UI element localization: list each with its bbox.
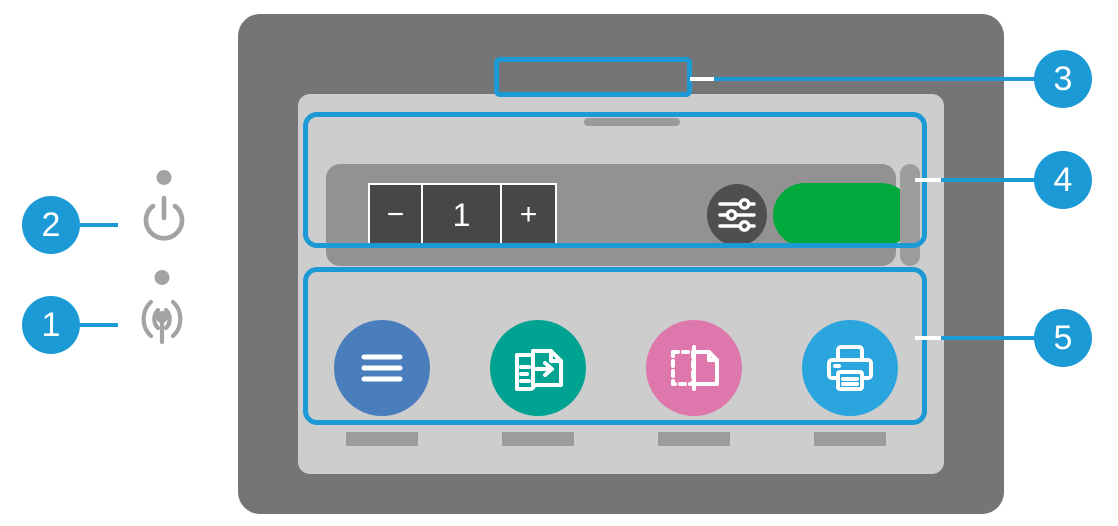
leader-line-3-mask	[690, 77, 714, 81]
power-status-light[interactable]	[128, 168, 200, 254]
menu-button[interactable]	[334, 320, 430, 416]
leader-line-5	[925, 336, 1037, 340]
wireless-icon	[141, 299, 183, 345]
printer-icon	[827, 345, 873, 391]
start-copy-button[interactable]	[773, 183, 913, 247]
printer-bezel: − 1 +	[238, 14, 1004, 514]
settings-button[interactable]	[707, 184, 767, 246]
home-status-bar[interactable]	[562, 108, 702, 136]
print-label-bar	[814, 432, 886, 446]
sliders-icon	[718, 198, 756, 232]
power-icon	[143, 195, 185, 241]
menu-label-bar	[346, 432, 418, 446]
copy-button[interactable]	[646, 320, 742, 416]
callout-badge-3: 3	[1034, 50, 1092, 108]
copy-count-stepper: − 1 +	[368, 183, 557, 247]
copy-count-row: − 1 +	[318, 156, 924, 274]
copy-icon	[671, 345, 719, 391]
control-panel-screen: − 1 +	[298, 94, 944, 474]
home-bar-pill	[584, 118, 680, 126]
callout-badge-5: 5	[1034, 309, 1092, 367]
copy-count-value[interactable]: 1	[423, 185, 502, 245]
print-button[interactable]	[802, 320, 898, 416]
power-led	[156, 170, 172, 185]
wireless-status-light[interactable]	[126, 268, 198, 354]
leader-line-4	[925, 178, 1037, 182]
callout-badge-1: 1	[22, 296, 80, 354]
leader-line-5-mask	[915, 336, 941, 340]
leader-line-3	[690, 77, 1036, 81]
scan-button[interactable]	[490, 320, 586, 416]
copy-label-bar	[658, 432, 730, 446]
callout-badge-4: 4	[1034, 151, 1092, 209]
leader-line-1	[80, 323, 118, 327]
callout-badge-2: 2	[22, 196, 80, 254]
scan-label-bar	[502, 432, 574, 446]
scroll-indicator[interactable]	[900, 164, 920, 266]
app-shortcut-row	[318, 306, 924, 458]
leader-line-4-mask	[915, 178, 941, 182]
wireless-led	[154, 270, 170, 285]
decrement-button[interactable]: −	[370, 185, 423, 245]
copy-count-row-surface: − 1 +	[326, 164, 913, 266]
scan-to-icon	[515, 349, 563, 391]
hamburger-menu-icon	[361, 354, 403, 382]
increment-button[interactable]: +	[519, 198, 538, 231]
leader-line-2	[80, 223, 118, 227]
